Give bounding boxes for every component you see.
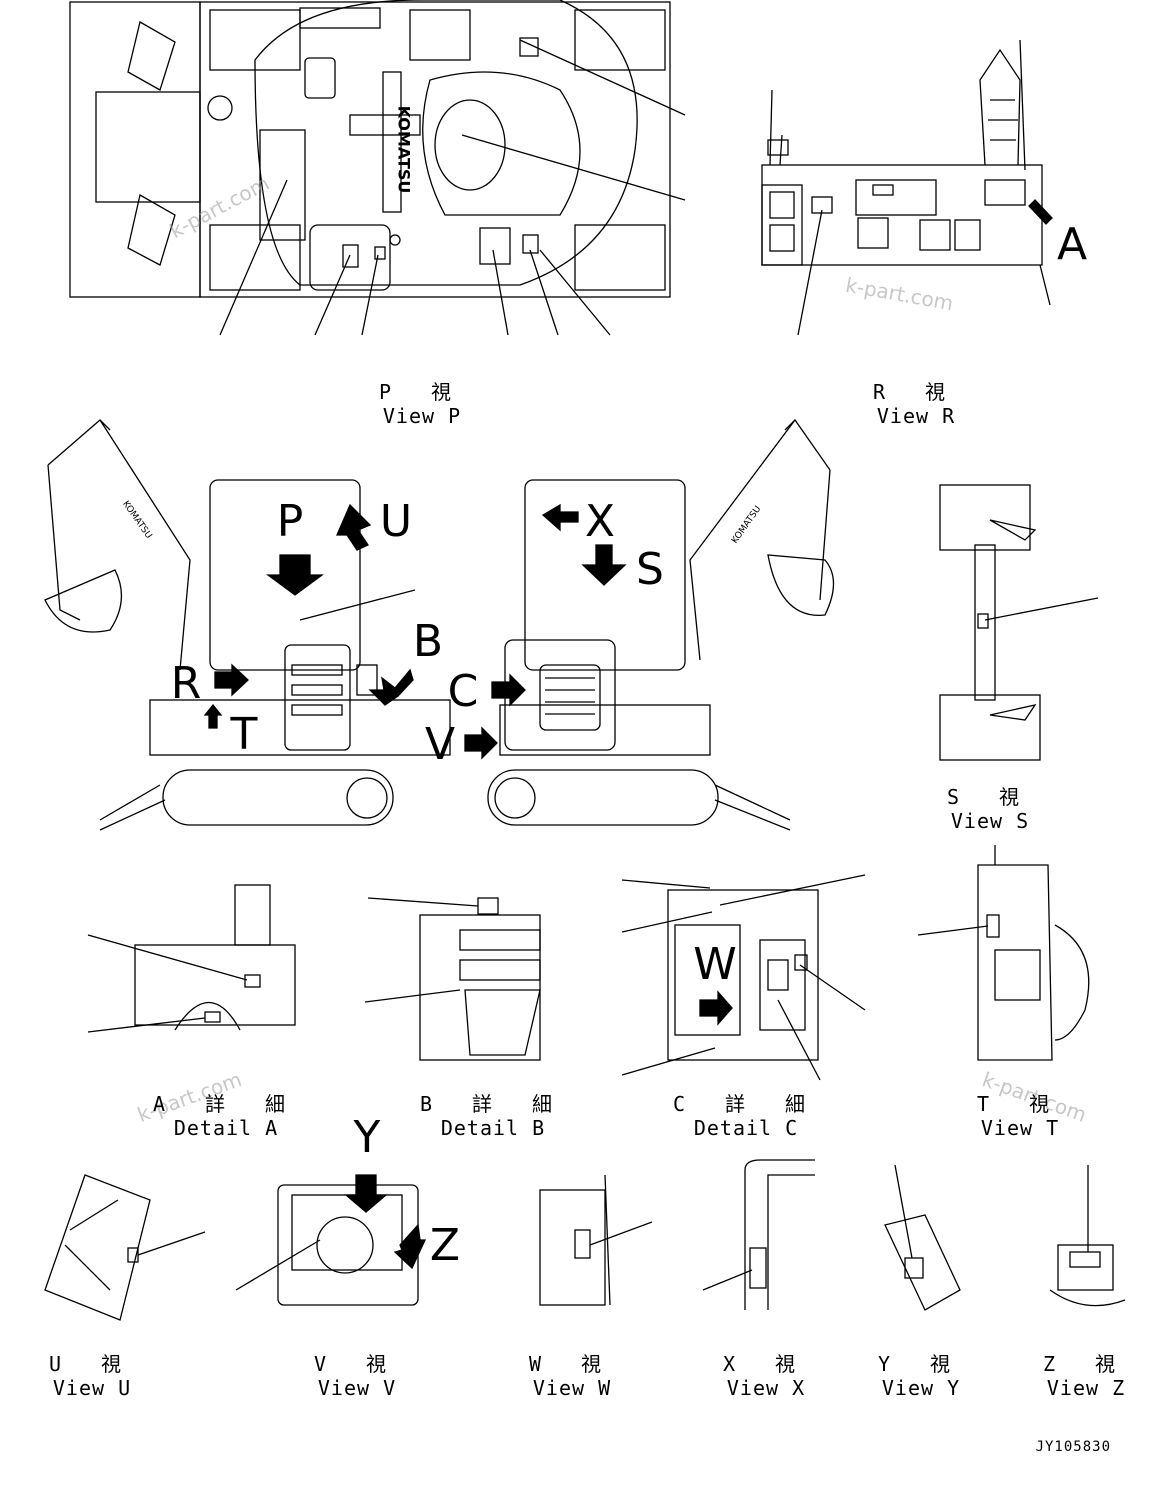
arrow-label-v: V [424,719,456,770]
arrow-label-a: A [1056,219,1088,270]
arrow-label-t: T [230,709,258,760]
arrow-label-s: S [636,544,664,595]
view-z-drawing [1049,1165,1126,1307]
view-p-drawing [69,0,686,336]
view-t-drawing [917,845,1090,1061]
arrow-label-u: U [379,496,413,547]
brand-label-top: KOMATSU [394,105,414,194]
drawing-number: JY105830 [1035,1439,1111,1455]
arrow-label-x: X [584,496,616,547]
view-r-drawing [761,39,1053,336]
view-x-drawing [702,1159,815,1310]
machine-front-left-drawing [44,419,451,831]
arrow-label-r: R [170,658,202,709]
view-u-drawing [44,1174,206,1321]
view-w-drawing [539,1174,653,1306]
detail-a-drawing [87,884,296,1033]
arrow-label-c: C [447,666,479,717]
detail-b-drawing [364,897,541,1061]
detail-c-drawing [621,874,866,1081]
arrow-label-y: Y [353,1112,381,1163]
arrow-label-z: Z [429,1220,461,1271]
arrow-label-b: B [412,616,444,667]
view-y-drawing [884,1164,961,1311]
view-s-drawing [939,484,1099,761]
arrow-label-p: P [276,496,304,547]
view-v-drawing [235,1174,427,1306]
arrow-label-w: W [693,939,737,990]
machine-rear-right-drawing [464,418,835,831]
